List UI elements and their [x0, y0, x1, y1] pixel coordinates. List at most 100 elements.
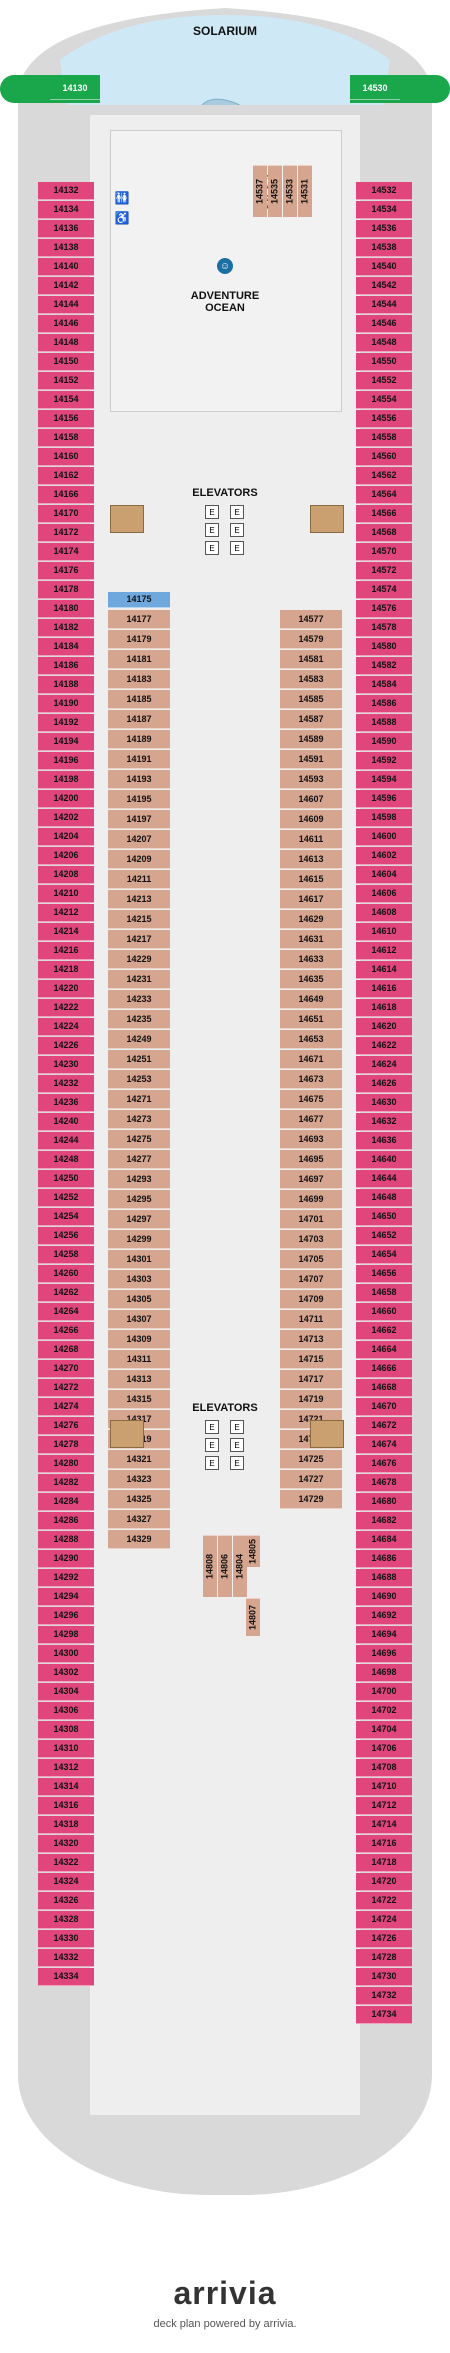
cabin-14178[interactable]: 14178	[38, 581, 94, 599]
cabin-14702[interactable]: 14702	[356, 1702, 412, 1720]
cabin-14713[interactable]: 14713	[280, 1330, 342, 1349]
cabin-14680[interactable]: 14680	[356, 1493, 412, 1511]
cabin-14278[interactable]: 14278	[38, 1436, 94, 1454]
cabin-14299[interactable]: 14299	[108, 1230, 170, 1249]
cabin-14217[interactable]: 14217	[108, 930, 170, 949]
cabin-14172[interactable]: 14172	[38, 524, 94, 542]
cabin-14672[interactable]: 14672	[356, 1417, 412, 1435]
cabin-14600[interactable]: 14600	[356, 828, 412, 846]
cabin-14589[interactable]: 14589	[280, 730, 342, 749]
cabin-14677[interactable]: 14677	[280, 1110, 342, 1129]
cabin-14533[interactable]: 14533	[283, 165, 297, 217]
cabin-14710[interactable]: 14710	[356, 1778, 412, 1796]
cabin-14213[interactable]: 14213	[108, 890, 170, 909]
cabin-14304[interactable]: 14304	[38, 1683, 94, 1701]
cabin-14709[interactable]: 14709	[280, 1290, 342, 1309]
cabin-14175[interactable]: 14175	[108, 592, 170, 608]
cabin-14617[interactable]: 14617	[280, 890, 342, 909]
cabin-14546[interactable]: 14546	[356, 315, 412, 333]
cabin-14240[interactable]: 14240	[38, 1113, 94, 1131]
cabin-14604[interactable]: 14604	[356, 866, 412, 884]
cabin-14266[interactable]: 14266	[38, 1322, 94, 1340]
cabin-14210[interactable]: 14210	[38, 885, 94, 903]
cabin-14235[interactable]: 14235	[108, 1010, 170, 1029]
cabin-14290[interactable]: 14290	[38, 1550, 94, 1568]
cabin-14252[interactable]: 14252	[38, 1189, 94, 1207]
cabin-14606[interactable]: 14606	[356, 885, 412, 903]
cabin-14607[interactable]: 14607	[280, 790, 342, 809]
cabin-14590[interactable]: 14590	[356, 733, 412, 751]
cabin-14618[interactable]: 14618	[356, 999, 412, 1017]
cabin-14658[interactable]: 14658	[356, 1284, 412, 1302]
cabin-14329[interactable]: 14329	[108, 1530, 170, 1549]
cabin-14249[interactable]: 14249	[108, 1030, 170, 1049]
cabin-14154[interactable]: 14154	[38, 391, 94, 409]
cabin-14611[interactable]: 14611	[280, 830, 342, 849]
cabin-14684[interactable]: 14684	[356, 1531, 412, 1549]
cabin-14276[interactable]: 14276	[38, 1417, 94, 1435]
cabin-14214[interactable]: 14214	[38, 923, 94, 941]
cabin-14673[interactable]: 14673	[280, 1070, 342, 1089]
cabin-14170[interactable]: 14170	[38, 505, 94, 523]
cabin-14698[interactable]: 14698	[356, 1664, 412, 1682]
cabin-14806[interactable]: 14806	[218, 1535, 232, 1597]
cabin-14130[interactable]: 14130	[50, 78, 100, 100]
cabin-14216[interactable]: 14216	[38, 942, 94, 960]
cabin-14297[interactable]: 14297	[108, 1210, 170, 1229]
cabin-14254[interactable]: 14254	[38, 1208, 94, 1226]
cabin-14640[interactable]: 14640	[356, 1151, 412, 1169]
cabin-14664[interactable]: 14664	[356, 1341, 412, 1359]
cabin-14630[interactable]: 14630	[356, 1094, 412, 1112]
cabin-14649[interactable]: 14649	[280, 990, 342, 1009]
cabin-14531[interactable]: 14531	[298, 165, 312, 217]
cabin-14307[interactable]: 14307	[108, 1310, 170, 1329]
cabin-14301[interactable]: 14301	[108, 1250, 170, 1269]
cabin-14197[interactable]: 14197	[108, 810, 170, 829]
cabin-14316[interactable]: 14316	[38, 1797, 94, 1815]
cabin-14724[interactable]: 14724	[356, 1911, 412, 1929]
cabin-14562[interactable]: 14562	[356, 467, 412, 485]
cabin-14668[interactable]: 14668	[356, 1379, 412, 1397]
cabin-14324[interactable]: 14324	[38, 1873, 94, 1891]
cabin-14652[interactable]: 14652	[356, 1227, 412, 1245]
cabin-14682[interactable]: 14682	[356, 1512, 412, 1530]
cabin-14808[interactable]: 14808	[203, 1535, 217, 1597]
cabin-14268[interactable]: 14268	[38, 1341, 94, 1359]
cabin-14270[interactable]: 14270	[38, 1360, 94, 1378]
cabin-14186[interactable]: 14186	[38, 657, 94, 675]
cabin-14805[interactable]: 14805	[246, 1535, 260, 1567]
cabin-14308[interactable]: 14308	[38, 1721, 94, 1739]
cabin-14302[interactable]: 14302	[38, 1664, 94, 1682]
cabin-14230[interactable]: 14230	[38, 1056, 94, 1074]
cabin-14218[interactable]: 14218	[38, 961, 94, 979]
cabin-14608[interactable]: 14608	[356, 904, 412, 922]
cabin-14248[interactable]: 14248	[38, 1151, 94, 1169]
cabin-14548[interactable]: 14548	[356, 334, 412, 352]
cabin-14694[interactable]: 14694	[356, 1626, 412, 1644]
cabin-14318[interactable]: 14318	[38, 1816, 94, 1834]
cabin-14615[interactable]: 14615	[280, 870, 342, 889]
cabin-14292[interactable]: 14292	[38, 1569, 94, 1587]
cabin-14174[interactable]: 14174	[38, 543, 94, 561]
cabin-14294[interactable]: 14294	[38, 1588, 94, 1606]
cabin-14536[interactable]: 14536	[356, 220, 412, 238]
cabin-14632[interactable]: 14632	[356, 1113, 412, 1131]
cabin-14715[interactable]: 14715	[280, 1350, 342, 1369]
cabin-14534[interactable]: 14534	[356, 201, 412, 219]
cabin-14233[interactable]: 14233	[108, 990, 170, 1009]
cabin-14564[interactable]: 14564	[356, 486, 412, 504]
cabin-14708[interactable]: 14708	[356, 1759, 412, 1777]
cabin-14530[interactable]: 14530	[350, 78, 400, 100]
cabin-14584[interactable]: 14584	[356, 676, 412, 694]
cabin-14716[interactable]: 14716	[356, 1835, 412, 1853]
cabin-14298[interactable]: 14298	[38, 1626, 94, 1644]
cabin-14693[interactable]: 14693	[280, 1130, 342, 1149]
cabin-14707[interactable]: 14707	[280, 1270, 342, 1289]
cabin-14274[interactable]: 14274	[38, 1398, 94, 1416]
cabin-14695[interactable]: 14695	[280, 1150, 342, 1169]
cabin-14158[interactable]: 14158	[38, 429, 94, 447]
cabin-14636[interactable]: 14636	[356, 1132, 412, 1150]
cabin-14583[interactable]: 14583	[280, 670, 342, 689]
cabin-14215[interactable]: 14215	[108, 910, 170, 929]
cabin-14166[interactable]: 14166	[38, 486, 94, 504]
